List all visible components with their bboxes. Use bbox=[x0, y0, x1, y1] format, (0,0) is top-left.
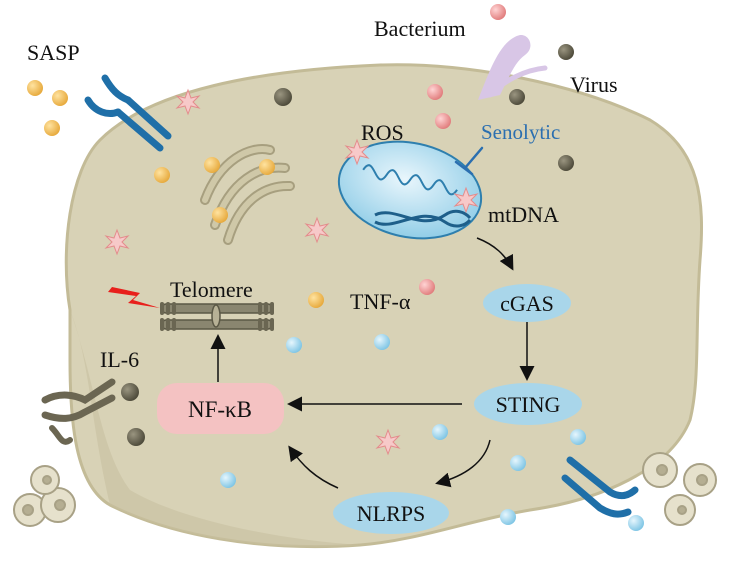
label-cgas: cGAS bbox=[500, 291, 554, 316]
bottom-right-receptor-icon bbox=[561, 456, 639, 518]
label-sasp: SASP bbox=[27, 40, 80, 65]
pathway-arrows bbox=[210, 237, 535, 489]
ros-stars bbox=[104, 88, 479, 456]
gray-particles bbox=[121, 44, 574, 446]
orange-particles bbox=[27, 80, 324, 308]
senolytic-inhibition bbox=[454, 146, 484, 176]
telomere-chromosome bbox=[160, 302, 274, 331]
label-telomere: Telomere bbox=[170, 277, 253, 302]
cgas-node bbox=[483, 284, 571, 322]
immune-cells-left bbox=[13, 465, 76, 527]
nfkb-node bbox=[157, 383, 284, 434]
mitochondrion bbox=[337, 140, 483, 240]
label-virus: Virus bbox=[570, 72, 618, 97]
pink-particles bbox=[419, 4, 506, 295]
label-senolytic: Senolytic bbox=[481, 120, 560, 144]
label-nlrps: NLRPS bbox=[357, 501, 425, 526]
nlrps-node bbox=[333, 492, 449, 534]
damage-bolt-icon bbox=[108, 287, 160, 308]
immune-cells-right bbox=[642, 452, 717, 526]
blue-particles bbox=[220, 334, 644, 531]
label-bacterium: Bacterium bbox=[374, 16, 466, 41]
label-il6: IL-6 bbox=[100, 347, 139, 372]
label-ros: ROS bbox=[361, 120, 404, 145]
label-mtdna: mtDNA bbox=[488, 202, 559, 227]
label-nfkb: NF-κB bbox=[188, 397, 252, 422]
bacterium-icon bbox=[478, 34, 548, 100]
sasp-receptor-icon bbox=[84, 74, 172, 152]
label-tnf: TNF-α bbox=[350, 289, 411, 314]
il6-receptor-icon bbox=[41, 378, 116, 445]
sting-node bbox=[474, 383, 582, 425]
label-sting: STING bbox=[496, 392, 561, 417]
